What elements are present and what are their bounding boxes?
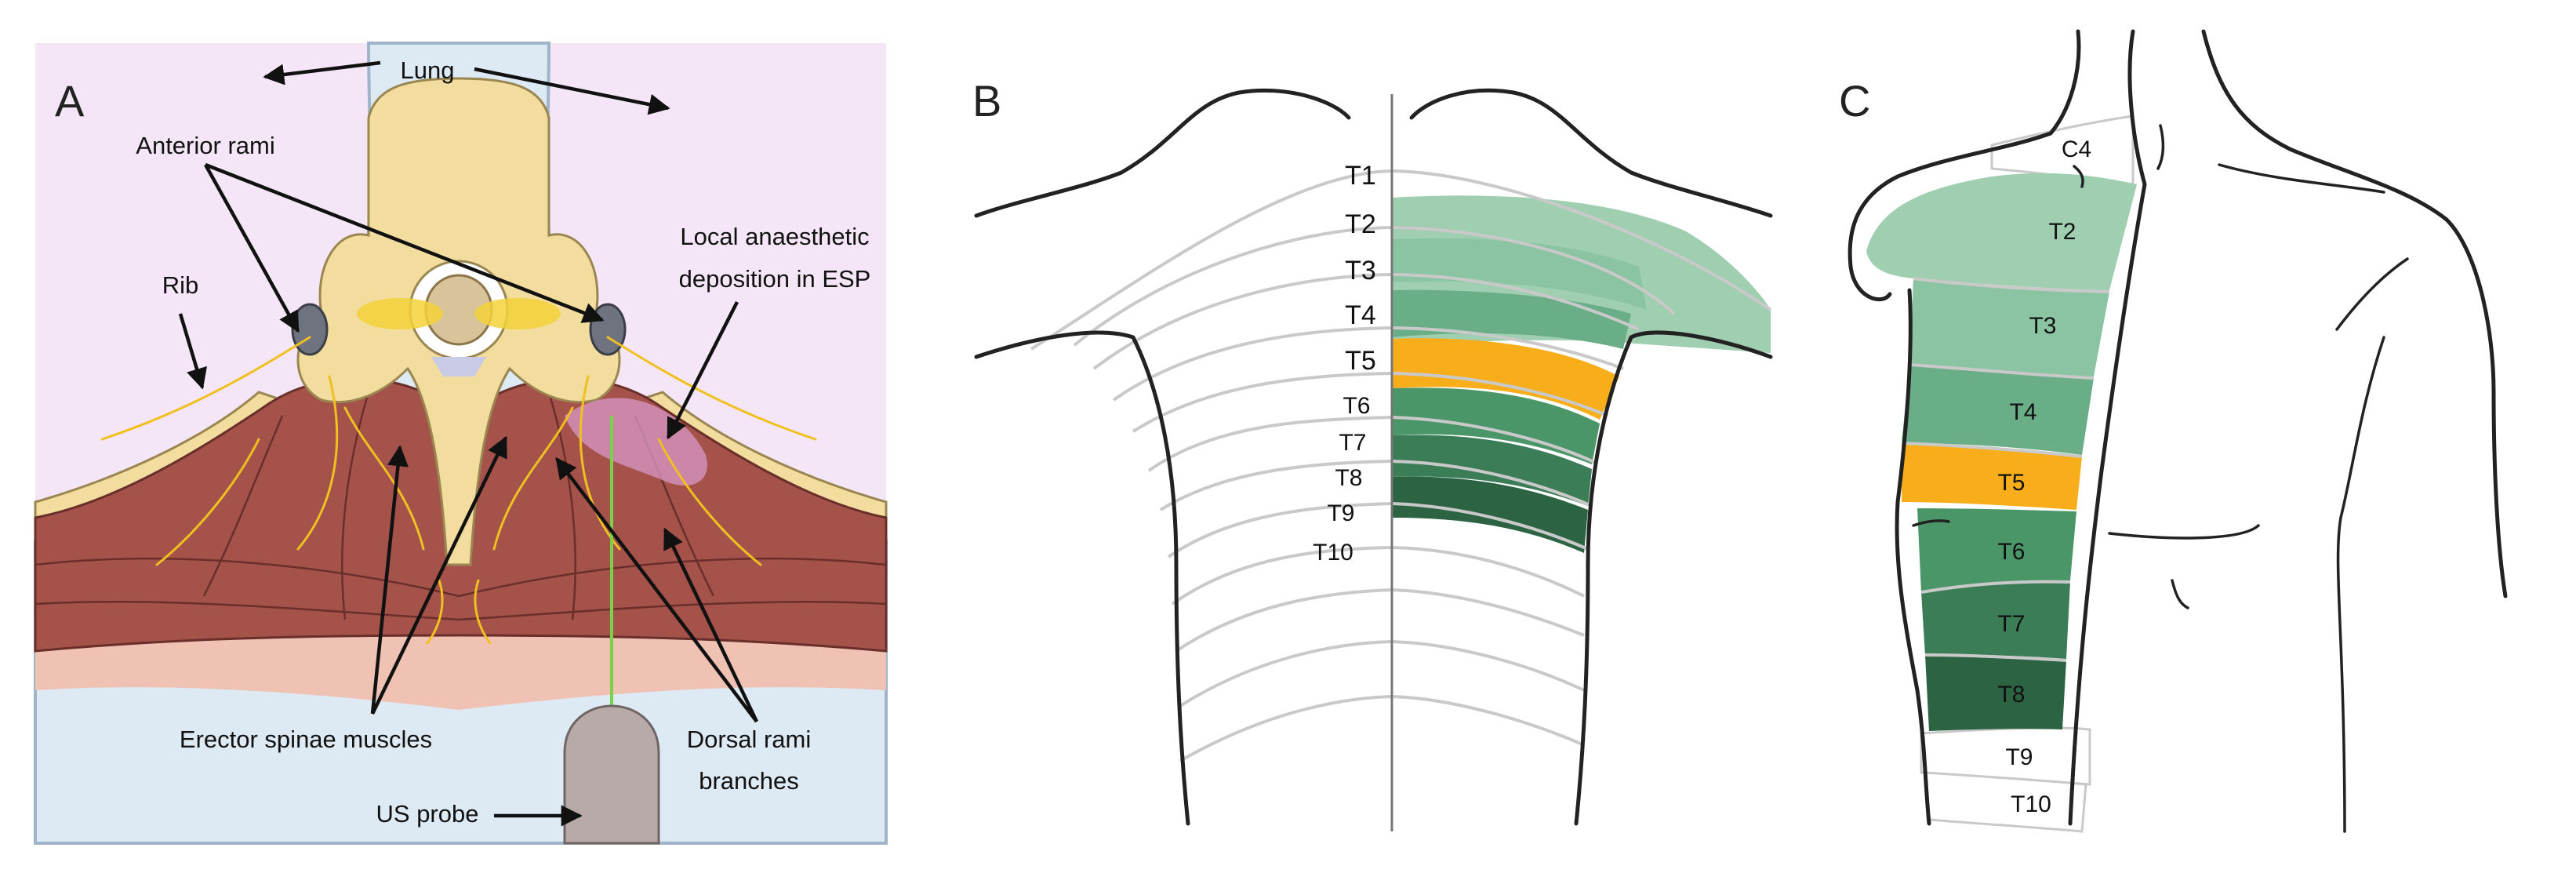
c-band-t5 [1902,443,2082,510]
c-nipple-mark [2171,579,2189,609]
label-local-anaesthetic-line1: Local anaesthetic [680,223,869,250]
nerve-root-right [474,298,561,329]
b-torso-right [1574,330,1773,826]
panel-b: B [972,76,1773,831]
c-band-t7 [1921,581,2070,659]
b-label-t3: T3 [1345,256,1376,286]
c-band-lines [1901,277,2110,662]
c-label-t7: T7 [1997,611,2025,637]
c-pectoral-line [2108,524,2260,540]
b-label-t7: T7 [1339,430,1366,456]
nerve-branches [100,336,817,645]
c-band-t8 [1925,655,2066,731]
panel-c-letter: C [1839,76,1870,125]
c-label-t10: T10 [2011,791,2051,817]
muscle-fascicles [35,391,887,621]
c-label-t9: T9 [2005,744,2033,770]
label-us-probe: US probe [376,800,479,828]
c-band-t2 [1866,173,2137,290]
annotation-arrows [178,60,759,827]
label-local-anaesthetic-line2: deposition in ESP [679,265,871,293]
b-label-t10: T10 [1313,540,1353,566]
b-label-t4: T4 [1345,300,1376,330]
panel-b-dermatome-bands [1392,195,1771,553]
c-label-t5: T5 [1997,470,2025,496]
c-midline-body [2068,29,2147,826]
panel-b-letter: B [972,76,1001,125]
label-lung: Lung [401,56,455,84]
b-label-t9: T9 [1327,500,1354,526]
c-label-t2: T2 [2048,219,2076,245]
c-c4-mark [2073,165,2084,188]
b-band-t8 [1392,476,1588,553]
c-torso-left [1895,288,1931,826]
label-rib: Rib [162,271,199,299]
c-band-t6 [1917,508,2076,592]
c-label-t6: T6 [1997,539,2025,565]
c-arm-inner [2336,336,2385,833]
dural-sac [431,357,486,376]
c-axilla-mark [1912,519,1950,527]
b-label-t5: T5 [1345,346,1376,376]
c-label-t4: T4 [2009,399,2036,425]
c-label-c4: C4 [2062,136,2091,162]
us-probe [563,704,660,845]
c-chest-line [2335,257,2409,331]
c-band-t4 [1902,365,2094,455]
b-shoulder-right [1409,88,1773,218]
nerve-root-left [357,298,443,329]
b-label-t6: T6 [1342,393,1370,419]
label-erector-spinae: Erector spinae muscles [180,726,432,753]
b-label-t8: T8 [1335,465,1362,491]
c-shoulder-left [1848,29,2081,302]
c-shoulder-right [2201,29,2508,598]
b-shoulder-left [974,88,1351,218]
c-label-t3: T3 [2029,313,2056,339]
c-label-t8: T8 [1997,682,2025,707]
b-label-t2: T2 [1345,209,1376,239]
c-clavicle [2218,163,2385,194]
label-dorsal-rami-line2: branches [699,767,799,795]
subcutaneous-tissue [35,630,886,710]
c-neck-line [2156,124,2165,170]
b-band-t3 [1392,238,1647,310]
b-torso-left [974,330,1190,826]
ganglion-right [589,303,627,356]
label-anterior-rami: Anterior rami [136,132,274,159]
panel-c: C C4 T2 [1839,29,2508,833]
c-band-t10 [1924,771,2087,833]
panel-a: A Lung Anterior rami Rib Local anaesthet… [34,42,888,845]
label-dorsal-rami-line1: Dorsal rami [687,726,811,753]
b-label-t1: T1 [1345,161,1376,191]
c-band-t3 [1909,278,2109,376]
panel-a-letter: A [55,76,85,125]
